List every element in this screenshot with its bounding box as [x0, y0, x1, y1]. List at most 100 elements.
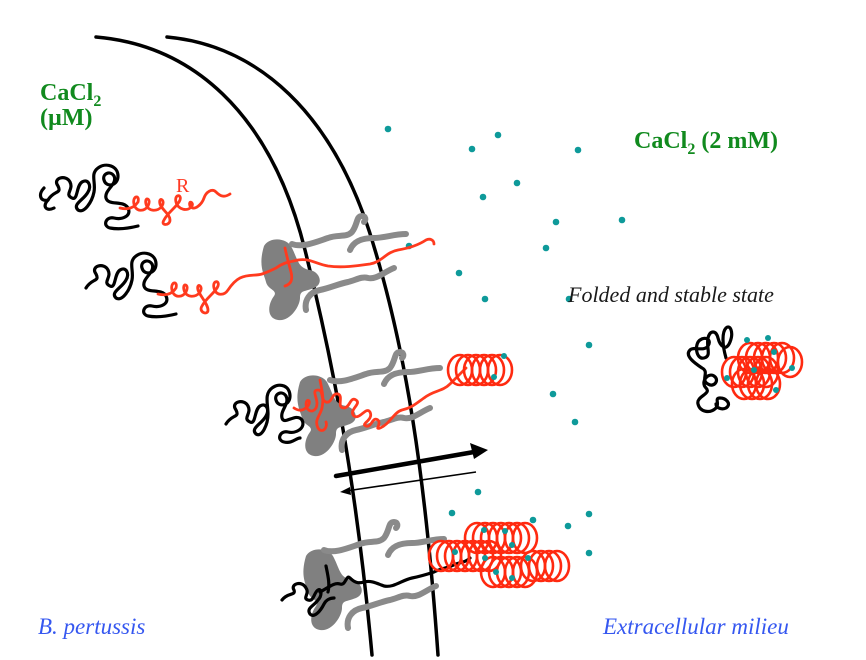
machinery-arm: [381, 365, 443, 387]
region-label-r: R: [176, 175, 190, 197]
rtx-helix-stack: [720, 335, 804, 401]
helix-ring: [495, 521, 523, 555]
rtx-chain-crossover: [283, 246, 294, 288]
helix-ring: [760, 341, 788, 375]
calcium-ion: [468, 145, 476, 153]
helix-ring: [478, 353, 506, 387]
cacl2-high-concentration: (2 mM): [695, 128, 778, 154]
arrowhead-right: [470, 443, 488, 459]
catalytic-domain-loop: [38, 186, 56, 211]
catalytic-domain: [280, 581, 336, 617]
helix-ring: [754, 367, 782, 401]
calcium-ions: [384, 125, 626, 557]
arrow-left-thin: [345, 471, 477, 492]
rtx-chain: [118, 189, 232, 226]
folded-state-label: Folded and stable state: [567, 282, 774, 307]
calcium-ion: [789, 365, 795, 371]
arrowhead-left: [340, 487, 351, 495]
calcium-ion: [552, 218, 560, 226]
translocating-protein-2: [224, 349, 514, 457]
calcium-ion: [542, 244, 550, 252]
cacl2-high-subscript: 2: [687, 141, 695, 158]
calcium-ion: [585, 549, 593, 557]
rtx-helix: [446, 353, 514, 387]
cacl2-high-label: CaCl2 (2 mM): [634, 128, 778, 158]
cacl2-high-text: CaCl: [634, 128, 688, 154]
helix-ring: [776, 345, 804, 379]
catalytic-domain: [224, 383, 305, 444]
calcium-ion: [574, 146, 582, 154]
calcium-ion: [509, 542, 515, 548]
calcium-ion: [564, 522, 572, 530]
calcium-ion: [618, 216, 626, 224]
unfolded-protein-cytosol: R: [38, 163, 232, 231]
calcium-ion: [525, 555, 531, 561]
translocating-protein-3: [280, 519, 571, 631]
calcium-ion: [474, 488, 482, 496]
helix-ring: [486, 353, 514, 387]
calcium-ion: [744, 337, 750, 343]
calcium-ion: [565, 295, 573, 303]
rtx-chain: [292, 366, 468, 430]
machinery-arm: [289, 213, 369, 249]
helix-ring: [746, 367, 774, 401]
cacl2-low-subscript: 2: [93, 93, 101, 110]
secretion-machinery: [303, 549, 362, 631]
catalytic-domain: [686, 325, 734, 414]
calcium-ion: [481, 527, 487, 533]
calcium-ion: [493, 569, 499, 575]
helix-ring: [470, 353, 498, 387]
rtx-helix-cluster: [427, 521, 571, 589]
rtx-chain: [156, 237, 436, 315]
calcium-ion: [452, 549, 458, 555]
calcium-ion: [585, 510, 593, 518]
catalytic-domain: [84, 251, 178, 319]
cacl2-low-text: CaCl: [40, 80, 94, 106]
catalytic-domain: [46, 163, 140, 231]
calcium-ion: [494, 131, 502, 139]
machinery-arm: [321, 519, 401, 555]
calcium-ion: [509, 575, 515, 581]
calcium-ion: [513, 179, 521, 187]
machinery-arm: [347, 231, 409, 253]
calcium-ion: [771, 349, 777, 355]
machinery-arm: [338, 405, 433, 453]
arrow-right-thick: [333, 449, 477, 479]
helix-ring: [527, 549, 555, 583]
calcium-ion: [482, 555, 488, 561]
calcium-ion: [501, 353, 507, 359]
calcium-ion: [481, 295, 489, 303]
calcium-ion: [491, 374, 497, 380]
left-compartment-label: B. pertussis: [38, 614, 145, 639]
helix-ring: [503, 521, 531, 555]
calcium-ion: [765, 335, 771, 341]
cacl2-low-label: CaCl2: [40, 80, 101, 110]
calcium-ion: [571, 418, 579, 426]
calcium-ion: [773, 387, 779, 393]
calcium-ion: [384, 125, 392, 133]
secretion-direction-arrows: [333, 443, 488, 495]
machinery-arm: [385, 536, 447, 558]
calcium-ion: [479, 193, 487, 201]
calcium-ion: [529, 516, 537, 524]
helix-ring: [543, 549, 571, 583]
calcium-ion: [724, 375, 730, 381]
right-compartment-label: Extracellular milieu: [602, 614, 789, 639]
calcium-ion: [751, 367, 757, 373]
cacl2-low-concentration: (µM): [40, 105, 92, 131]
secretion-machinery: [297, 375, 356, 457]
translocating-protein-1: [84, 213, 436, 321]
machinery-arm: [327, 349, 407, 385]
calcium-ion: [455, 269, 463, 277]
calcium-ion: [502, 528, 508, 534]
helix-ring: [535, 549, 563, 583]
calcium-ion: [585, 341, 593, 349]
calcium-ion: [549, 390, 557, 398]
folded-stable-protein: [686, 325, 804, 414]
calcium-ion: [448, 509, 456, 517]
inner-membrane: [94, 35, 374, 657]
rtx-chain-crossover: [324, 564, 331, 594]
machinery-arm: [302, 265, 397, 313]
rtx-chain-crossover: [315, 378, 328, 432]
